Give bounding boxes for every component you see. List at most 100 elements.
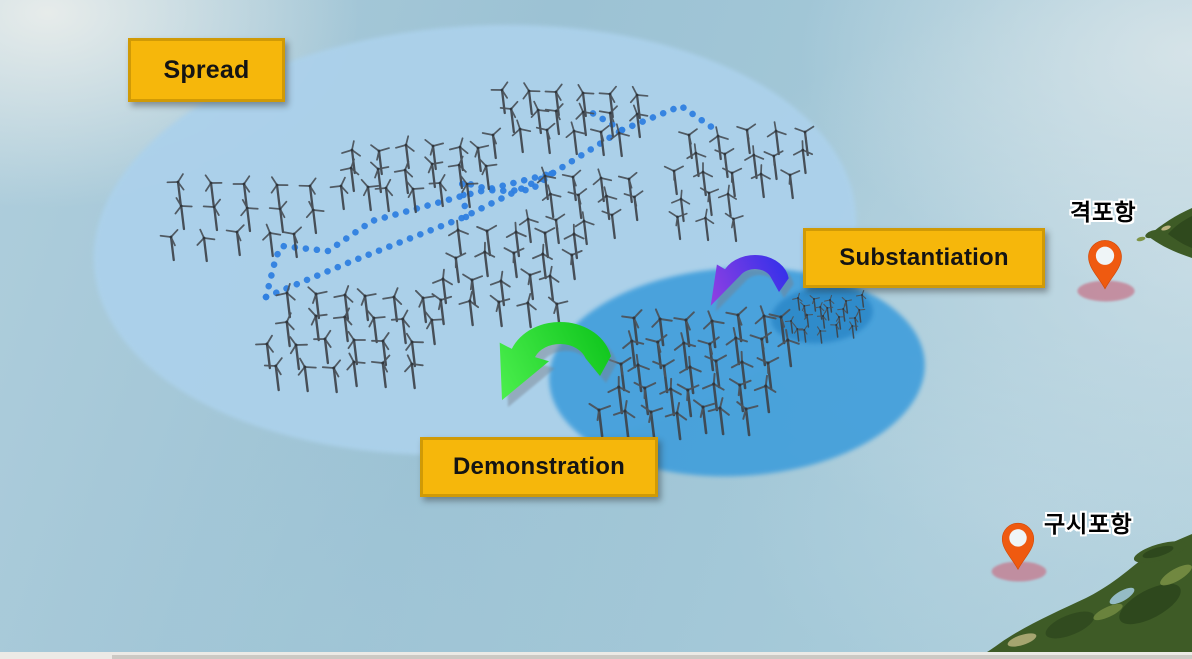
phase-flow-arrows <box>499 254 794 408</box>
wind-turbine-icon <box>490 81 509 115</box>
wind-turbine-icon <box>313 329 332 365</box>
wind-turbine-icon <box>640 404 664 440</box>
zone-label-substantiation: Substantiation <box>803 228 1045 288</box>
wind-turbine-icon <box>415 289 435 324</box>
wind-turbine-icon <box>717 184 738 218</box>
wind-turbine-icon <box>601 208 622 240</box>
wind-turbine-icon <box>567 188 588 220</box>
wind-turbine-icon <box>333 285 354 321</box>
wind-turbine-icon <box>329 176 349 211</box>
wind-turbine-icon <box>445 252 467 284</box>
wind-turbine-icon <box>816 326 827 344</box>
wind-turbine-icon <box>406 180 425 214</box>
wind-turbine-icon <box>370 354 391 389</box>
turbine-cluster-spread-top-center <box>481 81 649 160</box>
wind-turbine-icon <box>458 290 480 327</box>
cable-route-dots <box>262 102 717 301</box>
wind-turbine-icon <box>347 330 366 366</box>
wind-turbine-icon <box>607 375 631 415</box>
wind-turbine-icon <box>659 377 682 417</box>
wind-turbine-icon <box>395 135 415 170</box>
bottom-edge-strip-inner <box>112 655 1192 659</box>
wind-turbine-icon <box>848 321 859 339</box>
land-northeast-islands <box>1136 208 1192 258</box>
wind-turbine-icon <box>460 175 479 209</box>
wind-turbine-icon <box>516 292 537 329</box>
wind-turbine-icon <box>489 270 511 307</box>
wind-turbine-icon <box>240 198 259 233</box>
pin-shadow <box>1077 280 1135 302</box>
wind-turbine-icon <box>505 221 527 258</box>
wind-turbine-icon <box>725 306 748 343</box>
wind-turbine-icon <box>645 334 668 370</box>
pin-inner-circle <box>1009 529 1027 547</box>
wind-turbine-icon <box>382 287 403 323</box>
wind-turbine-icon <box>360 178 380 212</box>
wind-turbine-icon <box>481 127 502 160</box>
cable-route-0 <box>262 169 557 301</box>
port-pin-gyeokpo <box>1077 240 1135 302</box>
wind-turbine-icon <box>196 228 216 263</box>
wind-turbine-icon <box>766 121 787 156</box>
wind-turbine-icon <box>848 313 859 331</box>
wind-turbine-icon <box>592 168 613 203</box>
wind-turbine-icon <box>321 359 342 394</box>
wind-turbine-icon <box>232 175 251 209</box>
wind-turbine-icon <box>725 327 748 366</box>
wind-turbine-icon <box>652 359 675 394</box>
wind-turbine-icon <box>598 105 618 138</box>
wind-turbine-icon <box>424 139 444 171</box>
wind-turbine-icon <box>499 100 519 134</box>
wind-turbine-icon <box>545 213 566 245</box>
wind-turbine-icon <box>575 102 595 137</box>
wind-turbine-icon <box>274 312 295 348</box>
wind-turbine-icon <box>809 295 820 312</box>
wind-turbine-icon <box>448 219 469 256</box>
wind-turbine-icon <box>541 184 562 219</box>
arrow-demonstration-to-spread <box>499 321 617 408</box>
wind-turbine-icon <box>341 140 361 175</box>
wind-turbine-icon <box>202 198 221 232</box>
wind-turbine-icon <box>478 158 498 191</box>
wind-turbine-icon <box>598 85 617 119</box>
wind-turbine-icon <box>476 224 498 257</box>
wind-turbine-icon <box>538 265 560 302</box>
wind-turbine-icon <box>518 209 539 244</box>
wind-turbine-icon <box>282 226 302 259</box>
wind-turbine-icon <box>756 356 780 391</box>
wind-turbine-icon <box>610 123 630 158</box>
wind-turbine-icon <box>511 119 532 154</box>
wind-turbine-icon <box>225 224 245 257</box>
turbine-cluster-demonstration-cluster <box>588 305 800 441</box>
wind-turbine-icon <box>159 229 179 262</box>
wind-turbine-icon <box>339 158 360 193</box>
wind-turbine-icon <box>736 401 759 437</box>
wind-turbine-icon <box>671 189 691 223</box>
zone-label-demonstration: Demonstration <box>420 437 658 497</box>
wind-turbine-icon <box>678 128 698 160</box>
wind-turbine-icon <box>664 402 688 441</box>
wind-turbine-icon <box>520 268 542 301</box>
wind-turbine-icon <box>597 186 618 221</box>
wind-turbine-icon <box>374 178 394 213</box>
wind-turbine-icon <box>754 305 777 344</box>
wind-turbine-icon <box>835 312 846 330</box>
wind-turbine-icon <box>561 248 583 281</box>
wind-turbine-icon <box>561 169 582 202</box>
purple-arrow-icon <box>710 254 789 306</box>
wind-turbine-icon <box>673 332 697 371</box>
wind-turbine-icon <box>830 320 840 338</box>
coastline-land <box>972 208 1192 659</box>
wind-turbine-icon <box>428 174 447 208</box>
wind-turbine-icon <box>356 288 377 322</box>
wind-turbine-clusters <box>159 81 867 441</box>
turbine-cluster-spread-mid-left <box>329 135 498 214</box>
wind-turbine-icon <box>673 311 695 348</box>
turbine-cluster-spread-bottom-left <box>255 283 444 394</box>
port-label-gusipo: 구시포항 <box>1044 511 1133 537</box>
wind-turbine-icon <box>617 171 638 204</box>
wind-turbine-icon <box>535 122 556 155</box>
turbine-cluster-spread-right-mid <box>668 184 744 243</box>
wind-turbine-icon <box>424 311 444 346</box>
turbine-cluster-substantiation-cluster <box>784 289 867 344</box>
